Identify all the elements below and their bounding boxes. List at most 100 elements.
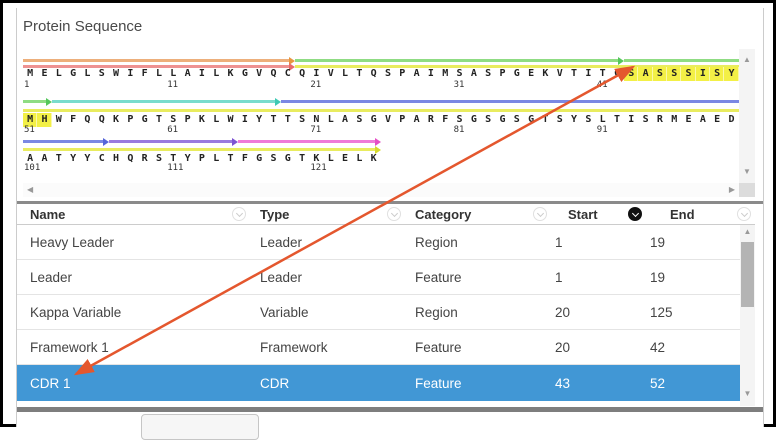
residue-cell[interactable]: L bbox=[342, 68, 349, 79]
residue-cell[interactable]: S bbox=[155, 153, 162, 164]
residue-cell[interactable]: S bbox=[270, 153, 277, 164]
residue-cell[interactable]: P bbox=[499, 68, 506, 79]
feature-track-segment[interactable] bbox=[624, 59, 739, 62]
residue-cell[interactable]: H bbox=[113, 153, 120, 164]
residue-cell[interactable]: S bbox=[513, 114, 520, 125]
residue-cell[interactable]: G bbox=[528, 114, 535, 125]
residue-cell[interactable]: P bbox=[399, 68, 406, 79]
column-menu-chevron-icon[interactable] bbox=[737, 207, 751, 221]
residue-cell[interactable]: T bbox=[542, 114, 549, 125]
residue-cell[interactable]: F bbox=[241, 153, 248, 164]
residue-cell[interactable]: W bbox=[113, 68, 120, 79]
residue-cell[interactable]: G bbox=[256, 153, 263, 164]
residue-cell[interactable]: A bbox=[470, 68, 477, 79]
residue-cell[interactable]: P bbox=[127, 114, 134, 125]
residue-cell[interactable]: F bbox=[442, 114, 449, 125]
feature-track-segment[interactable] bbox=[23, 145, 381, 154]
residue-cell[interactable]: C bbox=[284, 68, 291, 79]
residue-cell[interactable]: V bbox=[384, 114, 391, 125]
column-header-start[interactable]: Start bbox=[551, 204, 646, 224]
residue-cell[interactable]: L bbox=[356, 153, 363, 164]
residue-cell[interactable]: I bbox=[241, 114, 248, 125]
feature-track-segment[interactable] bbox=[295, 56, 625, 65]
residue-cell[interactable]: G bbox=[70, 68, 77, 79]
column-menu-chevron-icon[interactable] bbox=[533, 207, 547, 221]
residue-cell[interactable]: G bbox=[499, 114, 506, 125]
column-header-category[interactable]: Category bbox=[405, 204, 551, 224]
residue-cell[interactable]: L bbox=[213, 68, 220, 79]
feature-track-segment[interactable] bbox=[23, 137, 109, 146]
residue-cell[interactable]: K bbox=[370, 153, 377, 164]
residue-cell[interactable]: A bbox=[342, 114, 349, 125]
residue-cell[interactable]: G bbox=[370, 114, 377, 125]
residue-cell[interactable]: S bbox=[485, 114, 492, 125]
residue-cell[interactable]: K bbox=[198, 114, 205, 125]
residue-cell[interactable]: G bbox=[284, 153, 291, 164]
feature-track-segment[interactable] bbox=[23, 97, 52, 106]
residue-cell[interactable]: A bbox=[184, 68, 191, 79]
residue-cell[interactable]: S bbox=[710, 67, 725, 81]
residue-cell[interactable]: F bbox=[141, 68, 148, 79]
residue-cell[interactable]: E bbox=[685, 114, 692, 125]
feature-track-segment[interactable] bbox=[280, 100, 739, 103]
scroll-up-icon[interactable]: ▲ bbox=[743, 55, 751, 64]
residue-cell[interactable]: S bbox=[624, 67, 639, 81]
residue-cell[interactable]: S bbox=[356, 114, 363, 125]
residue-cell[interactable]: E bbox=[41, 68, 48, 79]
residue-cell[interactable]: Y bbox=[571, 114, 578, 125]
residue-cell[interactable]: V bbox=[556, 68, 563, 79]
residue-cell[interactable]: Q bbox=[84, 114, 91, 125]
residue-cell[interactable]: W bbox=[55, 114, 62, 125]
residue-cell[interactable]: W bbox=[227, 114, 234, 125]
residue-cell[interactable]: A bbox=[638, 67, 653, 81]
residue-cell[interactable]: S bbox=[384, 68, 391, 79]
residue-cell[interactable]: Q bbox=[299, 68, 306, 79]
residue-cell[interactable]: E bbox=[342, 153, 349, 164]
sequence-vertical-scrollbar[interactable]: ▲ ▼ bbox=[739, 49, 755, 183]
residue-cell[interactable]: K bbox=[542, 68, 549, 79]
residue-cell[interactable]: L bbox=[213, 114, 220, 125]
residue-cell[interactable]: S bbox=[98, 68, 105, 79]
residue-cell[interactable]: P bbox=[198, 153, 205, 164]
residue-cell[interactable]: Q bbox=[127, 153, 134, 164]
residue-cell[interactable]: A bbox=[27, 153, 34, 164]
residue-cell[interactable]: A bbox=[41, 153, 48, 164]
residue-cell[interactable]: E bbox=[714, 114, 721, 125]
residue-cell[interactable]: L bbox=[84, 68, 91, 79]
residue-cell[interactable]: H bbox=[37, 113, 52, 127]
residue-cell[interactable]: Q bbox=[370, 68, 377, 79]
footer-button-partial[interactable] bbox=[141, 414, 259, 440]
residue-cell[interactable]: L bbox=[213, 153, 220, 164]
residue-cell[interactable]: I bbox=[585, 68, 592, 79]
residue-cell[interactable]: C bbox=[613, 68, 620, 79]
residue-cell[interactable]: K bbox=[113, 114, 120, 125]
residue-cell[interactable]: T bbox=[155, 114, 162, 125]
residue-cell[interactable]: I bbox=[198, 68, 205, 79]
scroll-down-icon[interactable]: ▼ bbox=[743, 167, 751, 176]
residue-cell[interactable]: T bbox=[299, 153, 306, 164]
residue-cell[interactable]: D bbox=[728, 114, 735, 125]
residue-cell[interactable]: M bbox=[23, 113, 38, 127]
residue-cell[interactable]: I bbox=[628, 114, 635, 125]
residue-cell[interactable]: L bbox=[155, 68, 162, 79]
scroll-up-icon[interactable]: ▲ bbox=[743, 227, 752, 236]
residue-cell[interactable]: I bbox=[313, 68, 320, 79]
residue-cell[interactable]: L bbox=[55, 68, 62, 79]
residue-cell[interactable]: Y bbox=[70, 153, 77, 164]
residue-cell[interactable]: Q bbox=[270, 68, 277, 79]
column-header-name[interactable]: Name bbox=[17, 204, 250, 224]
scroll-left-icon[interactable]: ◀ bbox=[27, 185, 34, 194]
residue-cell[interactable]: S bbox=[585, 114, 592, 125]
residue-cell[interactable]: G bbox=[513, 68, 520, 79]
residue-cell[interactable]: S bbox=[642, 114, 649, 125]
residue-cell[interactable]: S bbox=[456, 68, 463, 79]
residue-cell[interactable]: I bbox=[427, 68, 434, 79]
residue-cell[interactable]: S bbox=[299, 114, 306, 125]
residue-cell[interactable]: G bbox=[141, 114, 148, 125]
residue-cell[interactable]: R bbox=[427, 114, 434, 125]
residue-cell[interactable]: M bbox=[442, 68, 449, 79]
feature-track-segment[interactable] bbox=[51, 97, 281, 106]
residue-cell[interactable]: S bbox=[667, 67, 682, 81]
